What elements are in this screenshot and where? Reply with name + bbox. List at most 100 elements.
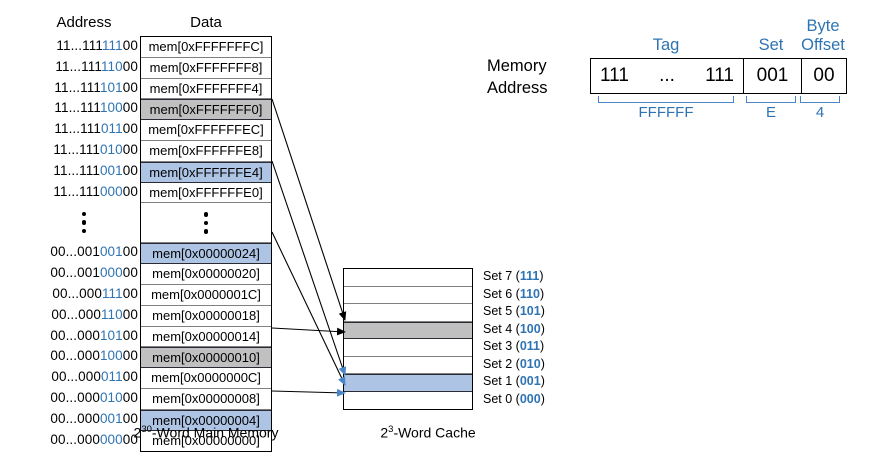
address-row: 11...11101000 xyxy=(30,140,138,161)
cache-caption-exponent: 3 xyxy=(388,424,394,435)
cache-set-labels: Set 7 (111)Set 6 (110)Set 5 (101)Set 4 (… xyxy=(483,268,545,408)
cache-set-row xyxy=(344,269,472,287)
memory-data-cell: mem[0xFFFFFFF4] xyxy=(141,78,271,100)
cache-set-paren: ) xyxy=(539,269,544,283)
address-row: 11...11110000 xyxy=(30,98,138,119)
cache-caption-text: -Word Cache xyxy=(393,424,476,441)
address-row: 00...00100100 xyxy=(30,242,138,263)
address-offset-bits: 00 xyxy=(122,265,138,281)
address-prefix-bits: 00...000 xyxy=(50,431,100,447)
arrow-mem00000010-to-set4 xyxy=(271,327,346,336)
address-set-bits: 101 xyxy=(99,327,123,343)
cache-set-name: Set 7 ( xyxy=(483,269,520,283)
memory-address-label-line1: Memory xyxy=(487,57,547,75)
cache-set-paren: ) xyxy=(540,339,545,353)
tag-field-heading: Tag xyxy=(652,36,680,54)
cache-set-label: Set 3 (011) xyxy=(483,338,545,356)
address-prefix-bits: 00...000 xyxy=(50,327,100,343)
memory-data-cell: mem[0xFFFFFFE8] xyxy=(141,140,271,162)
address-prefix-bits: 00...001 xyxy=(50,265,100,281)
address-offset-bits: 00 xyxy=(122,389,138,405)
arrow-mem00000024-to-set1 xyxy=(271,231,346,386)
address-set-bits: 000 xyxy=(99,431,123,447)
address-set-bits: 001 xyxy=(99,410,123,426)
cache-set-bits: 100 xyxy=(519,321,541,336)
address-offset-bits: 00 xyxy=(122,327,138,343)
cache-set-label: Set 2 (010) xyxy=(483,356,545,374)
tag-field: 111 ... 111 xyxy=(591,59,743,93)
address-offset-bits: 00 xyxy=(122,100,138,116)
cache-set-row xyxy=(344,339,472,357)
tag-field-ellipsis: ... xyxy=(659,65,675,86)
address-row: 11...11100100 xyxy=(30,161,138,182)
memory-data-cell: mem[0x00000020] xyxy=(141,264,271,285)
address-row: 00...00000000 xyxy=(30,430,138,451)
cache-set-paren: ) xyxy=(540,304,545,318)
cache-set-bits: 110 xyxy=(519,286,540,301)
cache-set-bits: 001 xyxy=(519,374,541,388)
address-set-bits: 110 xyxy=(100,306,123,322)
address-set-bits: 000 xyxy=(99,265,123,281)
address-offset-bits: 00 xyxy=(122,410,138,426)
cache-set-paren: ) xyxy=(540,356,545,371)
address-prefix-bits: 00...000 xyxy=(50,410,100,426)
cache-set-label: Set 6 (110) xyxy=(483,286,545,304)
address-prefix-bits: 00...001 xyxy=(50,244,100,260)
memory-data-cell: mem[0xFFFFFFEC] xyxy=(141,120,271,141)
memory-data-cell: mem[0x00000004] xyxy=(141,409,271,431)
memory-data-cell: mem[0xFFFFFFE4] xyxy=(141,161,271,183)
address-set-bits: 100 xyxy=(99,348,123,364)
memory-caption-exponent: 30 xyxy=(141,424,152,435)
address-prefix-bits: 11...111 xyxy=(53,162,100,178)
address-set-bits: 111 xyxy=(101,38,123,53)
address-offset-bits: 00 xyxy=(122,38,138,53)
address-prefix-bits: 00...000 xyxy=(50,348,100,364)
address-row: 11...11110100 xyxy=(30,78,138,99)
memory-data-cell: mem[0x0000000C] xyxy=(141,368,271,389)
memory-caption-text: -Word Main Memory xyxy=(151,424,279,441)
main-memory-table: mem[0xFFFFFFFC]mem[0xFFFFFFF8]mem[0xFFFF… xyxy=(140,36,272,453)
address-set-bits: 110 xyxy=(100,58,123,74)
address-row: 11...11111000 xyxy=(30,57,138,78)
address-row: 00...00000100 xyxy=(30,409,138,430)
cache-set-label: Set 4 (100) xyxy=(483,321,545,339)
address-row: 00...00011000 xyxy=(30,305,138,326)
address-row: 11...11111100 xyxy=(30,36,138,57)
cache-set-row xyxy=(344,356,472,374)
arrow-memFFFFFFF0-to-set4 xyxy=(271,98,347,321)
cache-set-paren: ) xyxy=(540,374,545,388)
memory-data-cell: mem[0x00000018] xyxy=(141,305,271,327)
cache-caption-base: 2 xyxy=(380,424,389,441)
address-prefix-bits: 11...111 xyxy=(56,38,102,53)
cache-set-paren: ) xyxy=(540,391,545,406)
address-set-bits: 001 xyxy=(99,162,123,178)
byte-offset-field: 00 xyxy=(801,59,846,93)
tag-field-left-bits: 111 xyxy=(600,65,629,86)
cache-set-name: Set 4 ( xyxy=(483,321,520,336)
byte-field-heading: Byte xyxy=(806,17,840,35)
arrow-memFFFFFFE4-to-set1 xyxy=(271,160,347,376)
main-memory-caption: 230-Word Main Memory xyxy=(76,424,336,441)
cache-caption: 23-Word Cache xyxy=(343,424,513,441)
address-ellipsis xyxy=(30,202,138,242)
address-set-bits: 001 xyxy=(99,244,123,260)
address-prefix-bits: 11...111 xyxy=(53,183,100,199)
set-hex-value: E xyxy=(765,104,776,121)
address-offset-bits: 00 xyxy=(122,58,138,74)
memory-data-cell: mem[0xFFFFFFF0] xyxy=(141,99,271,121)
tag-brace xyxy=(598,96,734,103)
arrow-mem00000004-to-set1 xyxy=(271,388,346,397)
memory-data-cell: mem[0x00000000] xyxy=(141,430,271,452)
cache-set-bits: 010 xyxy=(519,356,541,371)
memory-data-cell: mem[0xFFFFFFF8] xyxy=(141,57,271,79)
address-offset-bits: 00 xyxy=(122,306,138,322)
memory-data-cell: mem[0xFFFFFFFC] xyxy=(141,37,271,58)
address-prefix-bits: 00...000 xyxy=(51,306,101,322)
set-field: 001 xyxy=(743,59,801,93)
address-row: 11...11101100 xyxy=(30,119,138,140)
address-offset-bits: 00 xyxy=(122,121,138,137)
address-row: 00...00010000 xyxy=(30,346,138,367)
address-offset-bits: 00 xyxy=(122,79,138,95)
cache-set-name: Set 6 ( xyxy=(483,286,520,301)
memory-caption-base: 2 xyxy=(133,424,142,441)
